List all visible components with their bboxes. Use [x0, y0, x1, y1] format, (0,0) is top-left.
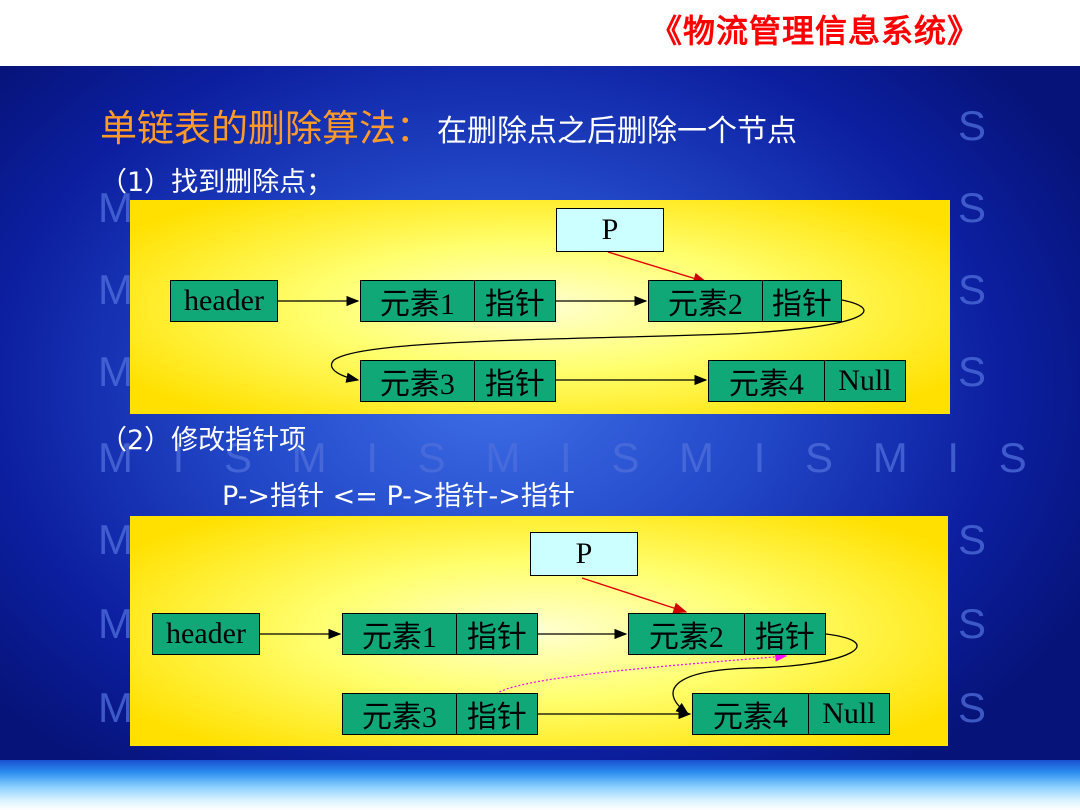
p-box: P	[556, 208, 664, 252]
title-main: 单链表的删除算法：	[100, 107, 433, 150]
p-pointer-arrow	[581, 577, 688, 614]
watermark-row: M S	[98, 516, 998, 566]
watermark-letter: S	[957, 266, 988, 313]
p-pointer-arrow	[607, 251, 708, 284]
wrap-link-arrow	[330, 299, 865, 383]
watermark-row: M S	[98, 266, 998, 316]
node-element: 元素2	[667, 288, 743, 321]
watermark-row: M S	[98, 684, 998, 734]
p-box: P	[530, 532, 638, 576]
diagram-2-arrows	[260, 577, 858, 720]
diagram-panel-2: P header 元素1 指针 元素2 指针 元素3 指针 元素4 Null	[130, 516, 948, 746]
node-element: 元素1	[379, 288, 455, 321]
header-bar: 《物流管理信息系统》	[0, 0, 1080, 66]
wrap-link-arrow	[672, 633, 858, 715]
node-3: 元素3 指针	[360, 360, 556, 402]
diagram-1-arrows	[278, 251, 865, 386]
node-4: 元素4 Null	[708, 360, 906, 402]
watermark-letter: M	[98, 600, 135, 647]
node-4: 元素4 Null	[692, 693, 890, 735]
watermark-row: M S	[98, 184, 998, 234]
step-1-text: （1）找到删除点；	[100, 167, 334, 198]
node-2: 元素2 指针	[648, 280, 842, 322]
watermark-row: M I S M I S M I S M I S M I S	[98, 434, 1027, 484]
course-title: 《物流管理信息系统》	[649, 12, 980, 50]
title-subtitle: 在删除点之后删除一个节点	[437, 114, 797, 149]
node-element: 元素4	[712, 701, 788, 734]
watermark-letter: M	[98, 684, 135, 731]
watermark-letter: S	[957, 684, 988, 731]
diagram-panel-1: P header 元素1 指针 元素2 指针 元素3 指针 元素4 Null	[130, 200, 950, 414]
watermark-letter: M	[98, 266, 135, 313]
watermark-letter: M	[98, 516, 135, 563]
node-2: 元素2 指针	[628, 613, 826, 655]
watermark-row: S	[98, 102, 998, 152]
node-pointer: 指针	[455, 694, 537, 734]
watermark-letter: S	[957, 348, 988, 395]
node-element: 元素3	[379, 368, 455, 401]
watermark-text: M I S M I S M I S M I S M I S	[98, 434, 1041, 481]
bypass-link-arrow	[495, 652, 788, 695]
node-pointer: Null	[823, 361, 905, 401]
node-3: 元素3 指针	[342, 693, 538, 735]
node-pointer: Null	[807, 694, 889, 734]
watermark-row: M S	[98, 348, 998, 398]
node-pointer: 指针	[743, 614, 825, 654]
watermark-letter: S	[957, 102, 988, 149]
watermark-letter: S	[957, 516, 988, 563]
node-pointer: 指针	[761, 281, 841, 321]
header-box: header	[170, 280, 278, 322]
header-box: header	[152, 613, 260, 655]
node-element: 元素1	[361, 621, 437, 654]
node-1: 元素1 指针	[360, 280, 556, 322]
slide-title: 单链表的删除算法：在删除点之后删除一个节点	[100, 98, 797, 152]
watermark-letter: M	[98, 184, 135, 231]
watermark-letter: M	[98, 348, 135, 395]
watermark-row: M S	[98, 600, 998, 650]
footer-gradient-bar	[0, 760, 1080, 810]
formula-text: P->指针 <= P->指针->指针	[222, 481, 575, 512]
step-2-text: （2）修改指针项	[100, 425, 307, 456]
node-element: 元素2	[648, 621, 724, 654]
watermark-letter: S	[957, 600, 988, 647]
node-1: 元素1 指针	[342, 613, 538, 655]
node-pointer: 指针	[473, 361, 555, 401]
slide-canvas: S M S M S M S M I S M I S M I S M I S M …	[0, 66, 1080, 760]
watermark-letter: S	[957, 184, 988, 231]
node-element: 元素4	[728, 368, 804, 401]
node-pointer: 指针	[455, 614, 537, 654]
node-element: 元素3	[361, 701, 437, 734]
node-pointer: 指针	[473, 281, 555, 321]
